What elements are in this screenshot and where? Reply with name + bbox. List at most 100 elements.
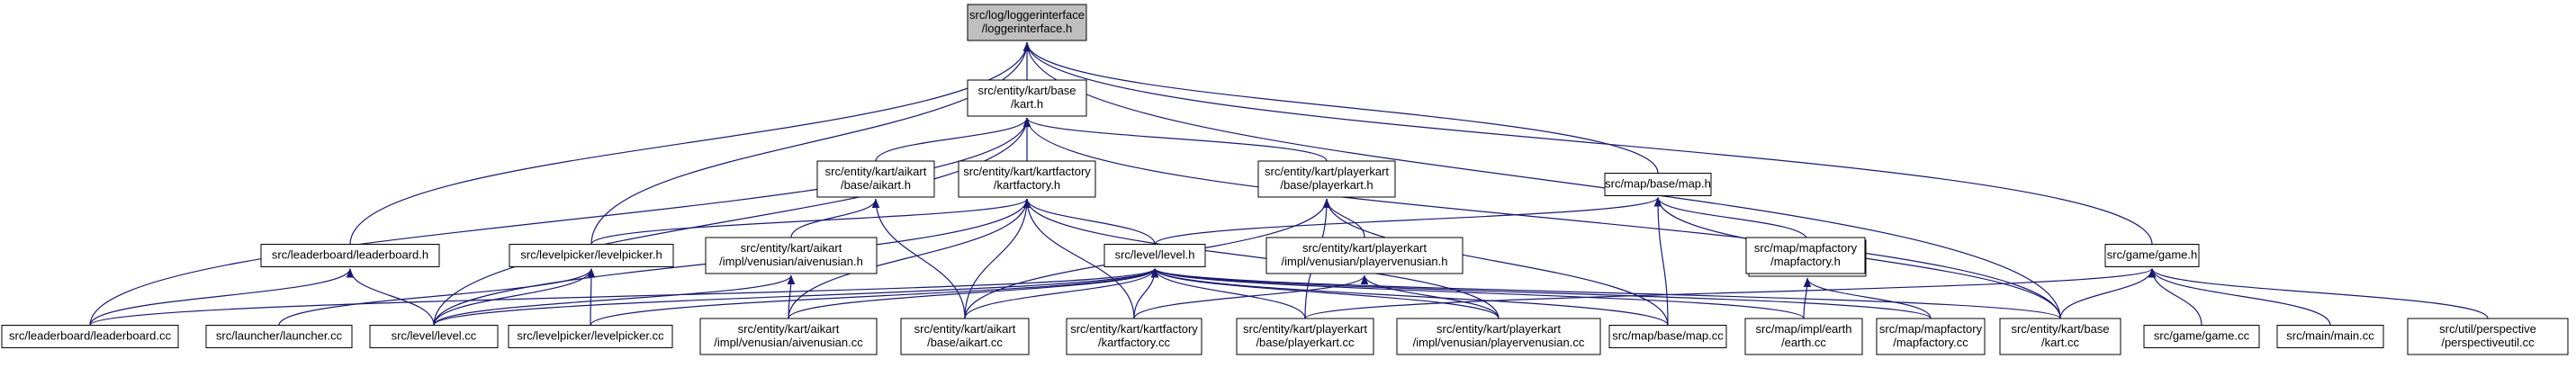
node-box	[1257, 160, 1396, 198]
node-map-cc[interactable]: src/map/base/map.cc	[1608, 325, 1727, 348]
node-box	[705, 237, 878, 274]
node-label-line: /kartfactory.cc	[1098, 336, 1170, 349]
node-playerkart-cc[interactable]: src/entity/kart/playerkart/base/playerka…	[1236, 318, 1374, 355]
node-box	[1, 325, 179, 348]
node-box	[1745, 237, 1866, 274]
node-perspectiveutil-cc[interactable]: src/util/perspective/perspectiveutil.cc	[2407, 318, 2569, 355]
edge-aikart_h-includes-kart_h	[875, 117, 1031, 162]
node-kartfactory-h[interactable]: src/entity/kart/kartfactory/kartfactory.…	[958, 160, 1096, 198]
node-level-cc[interactable]: src/level/level.cc	[369, 325, 499, 348]
node-label-line: src/level/level.h	[1115, 248, 1195, 262]
node-playervenusian-h[interactable]: src/entity/kart/playerkart/impl/venusian…	[1265, 237, 1464, 274]
edge-layer	[89, 41, 2489, 327]
node-kart-cc[interactable]: src/entity/kart/base/kart.cc	[1999, 318, 2121, 355]
edge-earth_h-includes-map_h	[1653, 197, 1808, 241]
edge-launcher_cc-includes-levelpicker_h	[278, 268, 596, 326]
edge-kart_cc-includes-kart_h	[1022, 117, 2061, 319]
edge-playervenusian_cc-includes-kartfactory_h	[1022, 198, 1500, 319]
node-label-line: src/level/level.cc	[392, 329, 477, 343]
edge-kart_cc-includes-level_h	[1151, 267, 2061, 319]
node-label-line: src/map/mapfactory	[1754, 241, 1858, 255]
node-label-line: /mapfactory.h	[1770, 255, 1841, 268]
node-label-line: src/entity/kart/aikart	[825, 165, 927, 178]
node-mapfactory-cc[interactable]: src/map/mapfactory/mapfactory.cc	[1876, 318, 1986, 355]
node-box	[205, 325, 353, 348]
edge-playervenusian_h-includes-playerkart_h	[1322, 198, 1365, 238]
node-aikart-cc[interactable]: src/entity/kart/aikart/base/aikart.cc	[900, 318, 1030, 355]
edge-kartfactory_cc-includes-kartfactory_h	[1022, 198, 1135, 319]
node-game-cc[interactable]: src/game/game.cc	[2143, 325, 2260, 348]
edge-earth_cc-includes-level_h	[1151, 267, 1805, 319]
node-playervenusian-cc[interactable]: src/entity/kart/playerkart/impl/venusian…	[1396, 318, 1601, 355]
edge-levelpicker_h-includes-loggerinterface	[590, 41, 1031, 245]
node-level-h[interactable]: src/level/level.h	[1103, 244, 1206, 267]
node-label-line: /base/playerkart.h	[1280, 178, 1373, 192]
node-aivenusian-h[interactable]: src/entity/kart/aikart/impl/venusian/aiv…	[705, 237, 878, 274]
edge-aikart_cc-includes-aikart_h	[871, 198, 966, 319]
edge-leaderboard_cc-includes-level_h	[89, 267, 1158, 327]
node-label-line: src/entity/kart/aikart	[914, 322, 1016, 336]
node-box	[958, 160, 1096, 198]
edge-map_cc-includes-map_h	[1653, 197, 1669, 326]
node-box	[2143, 325, 2260, 348]
node-label-line: src/entity/kart/kartfactory	[1070, 322, 1198, 336]
node-label-line: src/entity/kart/base	[977, 84, 1076, 97]
edge-kart_cc-includes-game_h	[2059, 268, 2157, 319]
node-box	[1396, 318, 1601, 355]
node-box	[699, 318, 878, 355]
node-label-line: /kart.cc	[2041, 336, 2079, 349]
node-aikart-h[interactable]: src/entity/kart/aikart/base/aikart.h	[816, 160, 935, 198]
node-loggerinterface: src/log/loggerinterface/loggerinterface.…	[967, 4, 1087, 41]
node-levelpicker-h[interactable]: src/levelpicker/levelpicker.h	[509, 244, 674, 267]
edge-playerkart_h-includes-kart_h	[1022, 117, 1328, 162]
node-leaderboard-h[interactable]: src/leaderboard/leaderboard.h	[260, 244, 440, 267]
node-main-cc[interactable]: src/main/main.cc	[2276, 325, 2384, 348]
edge-level_cc-includes-leaderboard_h	[346, 268, 435, 326]
node-leaderboard-cc[interactable]: src/leaderboard/leaderboard.cc	[1, 325, 179, 348]
node-kartfactory-cc[interactable]: src/entity/kart/kartfactory/kartfactory.…	[1066, 318, 1202, 355]
edge-level_cc-includes-aivenusian_h	[433, 274, 796, 326]
edge-level_h-includes-kartfactory_h	[1022, 198, 1156, 245]
node-map-h[interactable]: src/map/base/map.h	[1604, 173, 1712, 196]
edge-playervenusian_cc-includes-playervenusian_h	[1360, 274, 1500, 319]
edge-map_h-includes-loggerinterface	[1022, 41, 1659, 174]
node-game-h[interactable]: src/game/game.h	[2104, 244, 2200, 267]
node-label-line: src/map/mapfactory	[1879, 322, 1983, 336]
edge-leaderboard_cc-includes-leaderboard_h	[89, 268, 355, 326]
node-label-line: src/leaderboard/leaderboard.cc	[9, 329, 171, 343]
node-box	[509, 244, 674, 267]
node-label-line: /impl/venusian/playervenusian.h	[1282, 255, 1448, 268]
node-label-line: /impl/venusian/playervenusian.cc	[1413, 336, 1585, 349]
edge-aikart_cc-includes-kartfactory_h	[964, 198, 1031, 319]
edge-map_cc-includes-level_h	[1150, 268, 1669, 326]
node-playerkart-h[interactable]: src/entity/kart/playerkart/base/playerka…	[1257, 160, 1396, 198]
node-box	[1604, 173, 1712, 196]
node-label-line: /base/aikart.cc	[927, 336, 1003, 349]
node-kart-h[interactable]: src/entity/kart/base/kart.h	[967, 79, 1087, 117]
node-label-line: src/leaderboard/leaderboard.h	[272, 248, 428, 262]
edge-playervenusian_cc-includes-level_h	[1150, 268, 1500, 319]
node-box	[1066, 318, 1202, 355]
edge-mapfactory_cc-includes-level_h	[1151, 267, 1932, 319]
edge-mapfactory_cc-includes-earth_h	[1803, 277, 1932, 319]
node-mapfactory-h[interactable]: src/map/mapfactory/mapfactory.h	[1745, 237, 1866, 274]
node-box	[1265, 237, 1464, 274]
node-label-line: src/main/main.cc	[2286, 329, 2374, 343]
edge-level_cc-includes-levelpicker_h	[433, 268, 596, 326]
node-aivenusian-cc[interactable]: src/entity/kart/aikart/impl/venusian/aiv…	[699, 318, 878, 355]
edge-aivenusian_cc-includes-kartfactory_h	[788, 198, 1031, 319]
node-label-line: src/game/game.h	[2107, 248, 2197, 262]
node-label-line: src/levelpicker/levelpicker.h	[520, 248, 662, 262]
node-label-line: src/util/perspective	[2439, 322, 2536, 336]
node-box	[1876, 318, 1986, 355]
edge-level_h-includes-map_h	[1154, 196, 1662, 246]
node-launcher-cc[interactable]: src/launcher/launcher.cc	[205, 325, 353, 348]
node-label-line: src/entity/kart/aikart	[738, 322, 840, 336]
node-box	[816, 160, 935, 198]
node-levelpicker-cc[interactable]: src/levelpicker/levelpicker.cc	[508, 325, 673, 348]
node-earth-cc[interactable]: src/map/impl/earth/earth.cc	[1744, 318, 1863, 355]
node-label-line: src/entity/kart/playerkart	[1302, 241, 1427, 255]
node-box	[967, 4, 1087, 41]
edge-levelpicker_h-includes-kartfactory_h	[590, 198, 1031, 246]
